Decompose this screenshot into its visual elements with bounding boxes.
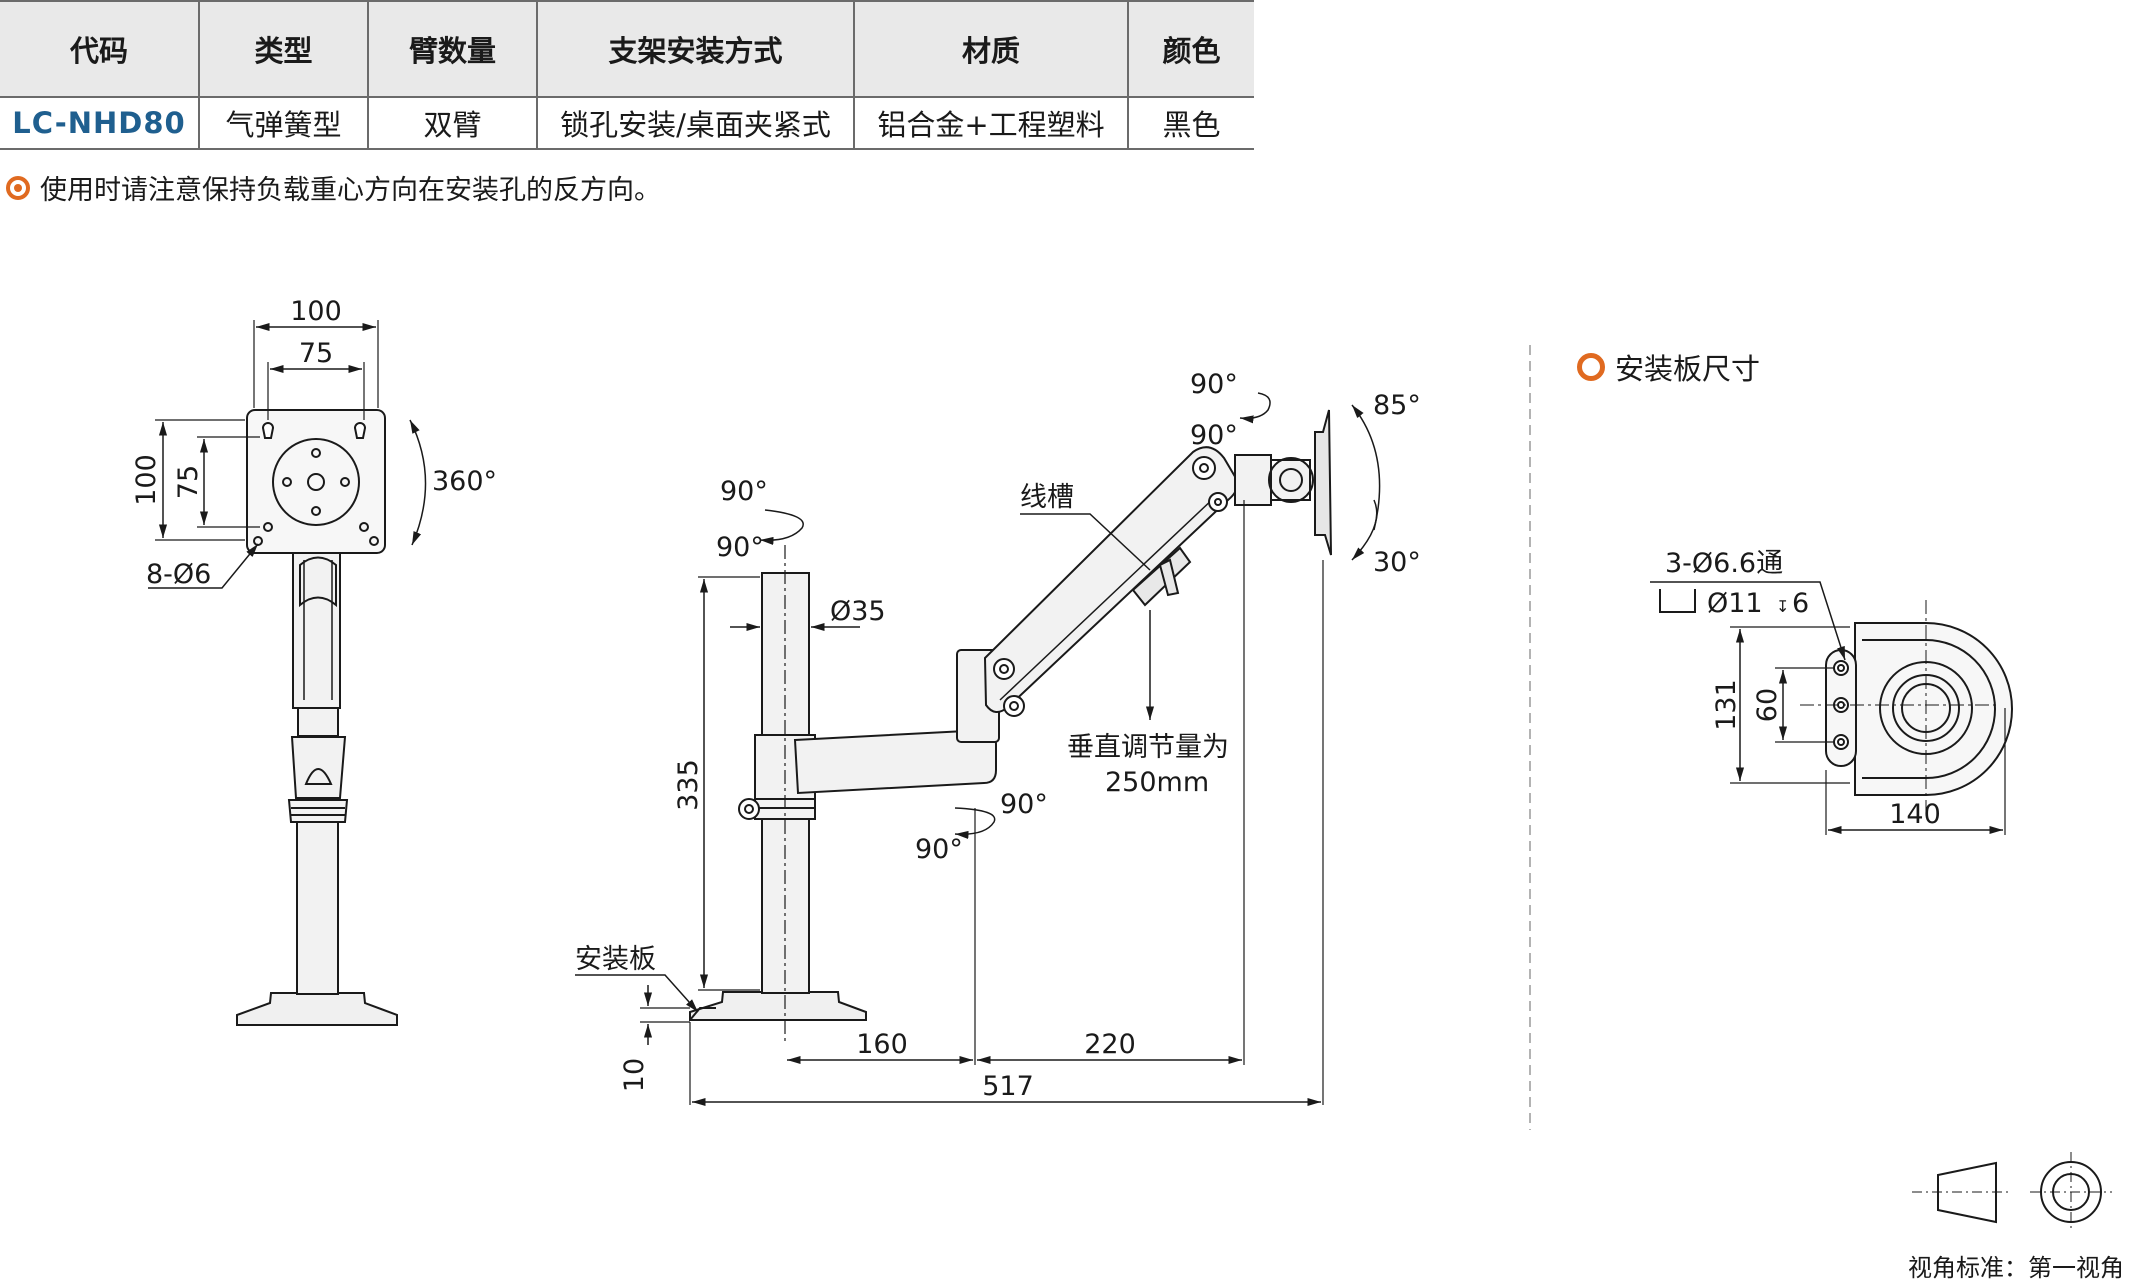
plate-thickness: 10	[619, 1058, 650, 1092]
header-color: 颜色	[1128, 0, 1254, 98]
dim-140: 140	[1889, 799, 1941, 830]
cell-arm-count: 双臂	[368, 97, 538, 150]
pole-rot-top: 90°	[720, 476, 768, 507]
ring-bullet-icon	[1577, 353, 1605, 381]
pole-diameter: Ø35	[830, 596, 886, 627]
mid-rot-bottom: 90°	[915, 834, 963, 865]
dim-220: 220	[1084, 1029, 1136, 1060]
note-text: 使用时请注意保持负载重心方向在安装孔的反方向。	[40, 175, 661, 206]
header-code: 代码	[0, 0, 200, 98]
usage-note: 使用时请注意保持负载重心方向在安装孔的反方向。	[6, 168, 661, 207]
head-rot-top: 90°	[1190, 369, 1238, 400]
depth-icon: ↧	[1776, 597, 1789, 616]
cable-slot-label: 线槽	[1020, 482, 1074, 513]
view-standard: 视角标准：第一视角	[1908, 1254, 2124, 1282]
pole-height: 335	[673, 759, 704, 811]
counterbore-dia: Ø11	[1707, 588, 1763, 619]
cell-mount-method: 锁孔安装/桌面夹紧式	[537, 97, 855, 150]
spec-table: 代码 类型 臂数量 支架安装方式 材质 颜色 LC-NHD80 气弹簧型 双臂 …	[0, 0, 1254, 150]
bullet-icon	[6, 175, 30, 200]
head-rot-bottom: 90°	[1190, 420, 1238, 451]
front-view	[148, 320, 427, 1026]
dim-75-top: 75	[299, 338, 333, 369]
holes-callout: 3-Ø6.6通	[1665, 548, 1783, 579]
holes-label: 8-Ø6	[146, 559, 211, 590]
mount-plate-label: 安装板	[575, 944, 656, 975]
table-header-row: 代码 类型 臂数量 支架安装方式 材质 颜色	[0, 0, 1254, 98]
dim-100-side: 100	[131, 454, 162, 506]
projection-symbol-icon	[1912, 1152, 2112, 1232]
dim-160: 160	[856, 1029, 908, 1060]
pole-rot-bottom: 90°	[716, 532, 764, 563]
header-arm-count: 臂数量	[368, 0, 538, 98]
table-row: LC-NHD80 气弹簧型 双臂 锁孔安装/桌面夹紧式 铝合金+工程塑料 黑色	[0, 97, 1254, 150]
mid-rot-top: 90°	[1000, 789, 1048, 820]
tilt-up: 85°	[1373, 390, 1421, 421]
vertical-adj-line1: 垂直调节量为	[1067, 732, 1229, 763]
dim-131: 131	[1711, 679, 1742, 731]
plate-labels: 3-Ø6.6通 Ø11 ↧ 6 131 60 140	[1665, 548, 1941, 830]
cell-type: 气弹簧型	[199, 97, 369, 150]
dim-60: 60	[1752, 688, 1783, 722]
dim-100-top: 100	[290, 296, 342, 327]
dim-75-side: 75	[173, 465, 204, 499]
front-view-labels: 100 75 100 75 360° 8-Ø6	[131, 296, 497, 590]
vertical-adj-line2: 250mm	[1105, 767, 1209, 798]
plate-drawing	[1650, 581, 2013, 835]
cell-material: 铝合金+工程塑料	[854, 97, 1129, 150]
cell-color: 黑色	[1128, 97, 1254, 150]
tilt-down: 30°	[1373, 547, 1421, 578]
cell-code: LC-NHD80	[0, 97, 200, 150]
header-type: 类型	[199, 0, 369, 98]
dim-517: 517	[982, 1071, 1034, 1102]
side-view	[575, 392, 1381, 1107]
counterbore-depth: 6	[1792, 588, 1809, 619]
plate-section-heading: 安装板尺寸	[1577, 346, 1760, 388]
side-view-labels: 90° 90° Ø35 335 安装板 10 线槽 垂直调节量为 250mm 9…	[575, 369, 1421, 1102]
header-material: 材质	[854, 0, 1129, 98]
plate-section-title: 安装板尺寸	[1615, 352, 1761, 386]
rotation-360: 360°	[432, 466, 497, 497]
header-mount-method: 支架安装方式	[537, 0, 855, 98]
